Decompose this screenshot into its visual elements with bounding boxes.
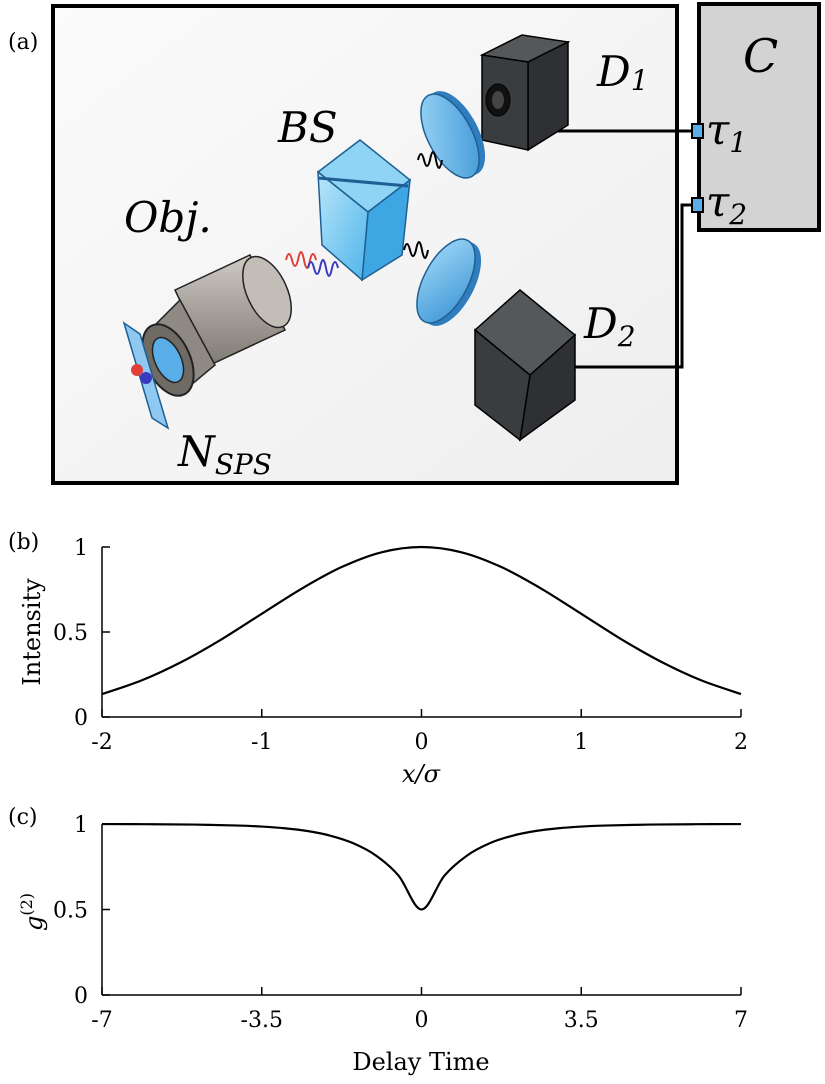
wave-blue bbox=[307, 259, 339, 277]
label-nsps: NSPS bbox=[177, 427, 272, 481]
port-tau2 bbox=[691, 197, 704, 213]
detector-d2 bbox=[473, 289, 577, 442]
label-bs: BS bbox=[277, 103, 338, 152]
cable-d2 bbox=[572, 203, 698, 369]
emitter-blue bbox=[140, 372, 152, 384]
detector-d1 bbox=[479, 34, 571, 152]
lens-lower bbox=[416, 238, 482, 326]
y-axis-title-sup: (2) bbox=[17, 893, 36, 916]
x-tick-label: -3.5 bbox=[241, 1008, 283, 1033]
wave-lower bbox=[403, 241, 429, 259]
label-obj: Obj. bbox=[124, 193, 212, 242]
panel-label-a: (a) bbox=[8, 30, 39, 55]
x-axis-title: x/σ bbox=[402, 760, 441, 788]
label-d1: D1 bbox=[596, 47, 649, 97]
x-tick-label: -1 bbox=[251, 730, 272, 755]
y-tick-label: 1 bbox=[74, 536, 88, 561]
label-d2: D2 bbox=[583, 299, 636, 353]
panel-label-c: (c) bbox=[8, 805, 38, 830]
y-axis-title-main: g bbox=[20, 916, 48, 931]
y-tick-label: 0.5 bbox=[53, 621, 88, 646]
y-tick-label: 0 bbox=[74, 706, 88, 731]
sample-plate bbox=[122, 321, 170, 430]
emitter-red bbox=[131, 364, 143, 376]
y-tick-label: 0.5 bbox=[53, 899, 88, 924]
x-tick-label: 2 bbox=[734, 730, 748, 755]
setup-diagram: Obj. BS D1 D2 C τ1 τ2 NSPS bbox=[51, 2, 821, 485]
x-tick-label: -7 bbox=[91, 1008, 112, 1033]
x-tick-label: 0 bbox=[415, 730, 429, 755]
x-tick-label: 3.5 bbox=[564, 1008, 599, 1033]
label-tau1: τ1 bbox=[706, 105, 747, 159]
y-tick-label: 0 bbox=[74, 984, 88, 1009]
x-axis-title: Delay Time bbox=[352, 1048, 489, 1076]
x-tick-label: 0 bbox=[415, 1008, 429, 1033]
beam-splitter bbox=[316, 139, 412, 282]
panel-label-b: (b) bbox=[8, 530, 40, 555]
counter-box bbox=[697, 2, 821, 232]
x-tick-label: -2 bbox=[91, 730, 112, 755]
lens-upper bbox=[420, 91, 486, 179]
intensity-plot: -2 -1 0 1 2 0 0.5 1 x/σ Intensity bbox=[18, 536, 748, 788]
series-line-0 bbox=[101, 822, 742, 911]
x-tick-label: 7 bbox=[734, 1008, 748, 1033]
y-axis-title: g(2) bbox=[17, 893, 48, 931]
label-tau2: τ2 bbox=[706, 177, 747, 231]
label-c: C bbox=[743, 29, 778, 83]
y-tick-label: 1 bbox=[74, 813, 88, 838]
y-axis-title: Intensity bbox=[18, 578, 46, 686]
objective-lens bbox=[141, 254, 292, 397]
wave-upper bbox=[417, 151, 443, 169]
series-line-0 bbox=[101, 545, 742, 696]
x-tick-label: 1 bbox=[574, 730, 588, 755]
port-tau1 bbox=[691, 123, 704, 139]
wave-red bbox=[285, 251, 317, 269]
